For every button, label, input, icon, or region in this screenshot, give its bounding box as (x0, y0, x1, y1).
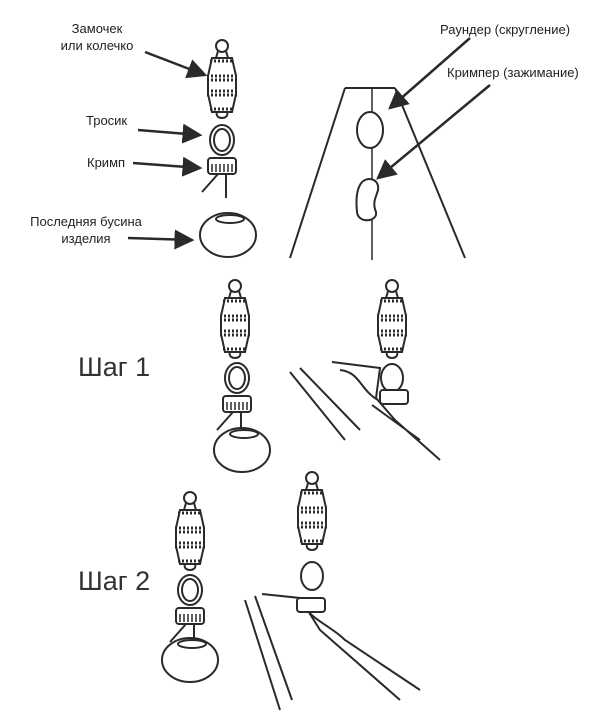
step-2-label: Шаг 2 (78, 566, 151, 596)
label-rounder: Раундер (скругление) (440, 22, 571, 37)
label-arrows (127, 37, 491, 250)
clasp-illustration (199, 38, 257, 258)
label-bead-line2: изделия (61, 231, 111, 246)
label-bead: Последняя бусина изделия (22, 213, 150, 247)
label-clasp: Замочек или колечко (40, 20, 154, 54)
step-2-illustration (161, 470, 421, 711)
label-clasp-line2: или колечко (60, 38, 134, 53)
label-clasp-line1: Замочек (71, 21, 123, 36)
label-crimper: Кримпер (зажимание) (447, 65, 579, 80)
label-crimp: Кримп (87, 155, 126, 170)
pliers-jaws-illustration (289, 87, 466, 260)
label-bead-line1: Последняя бусина (30, 214, 142, 229)
step-1-label: Шаг 1 (78, 352, 151, 382)
label-wire: Тросик (86, 113, 128, 128)
step-1-illustration (213, 278, 441, 473)
